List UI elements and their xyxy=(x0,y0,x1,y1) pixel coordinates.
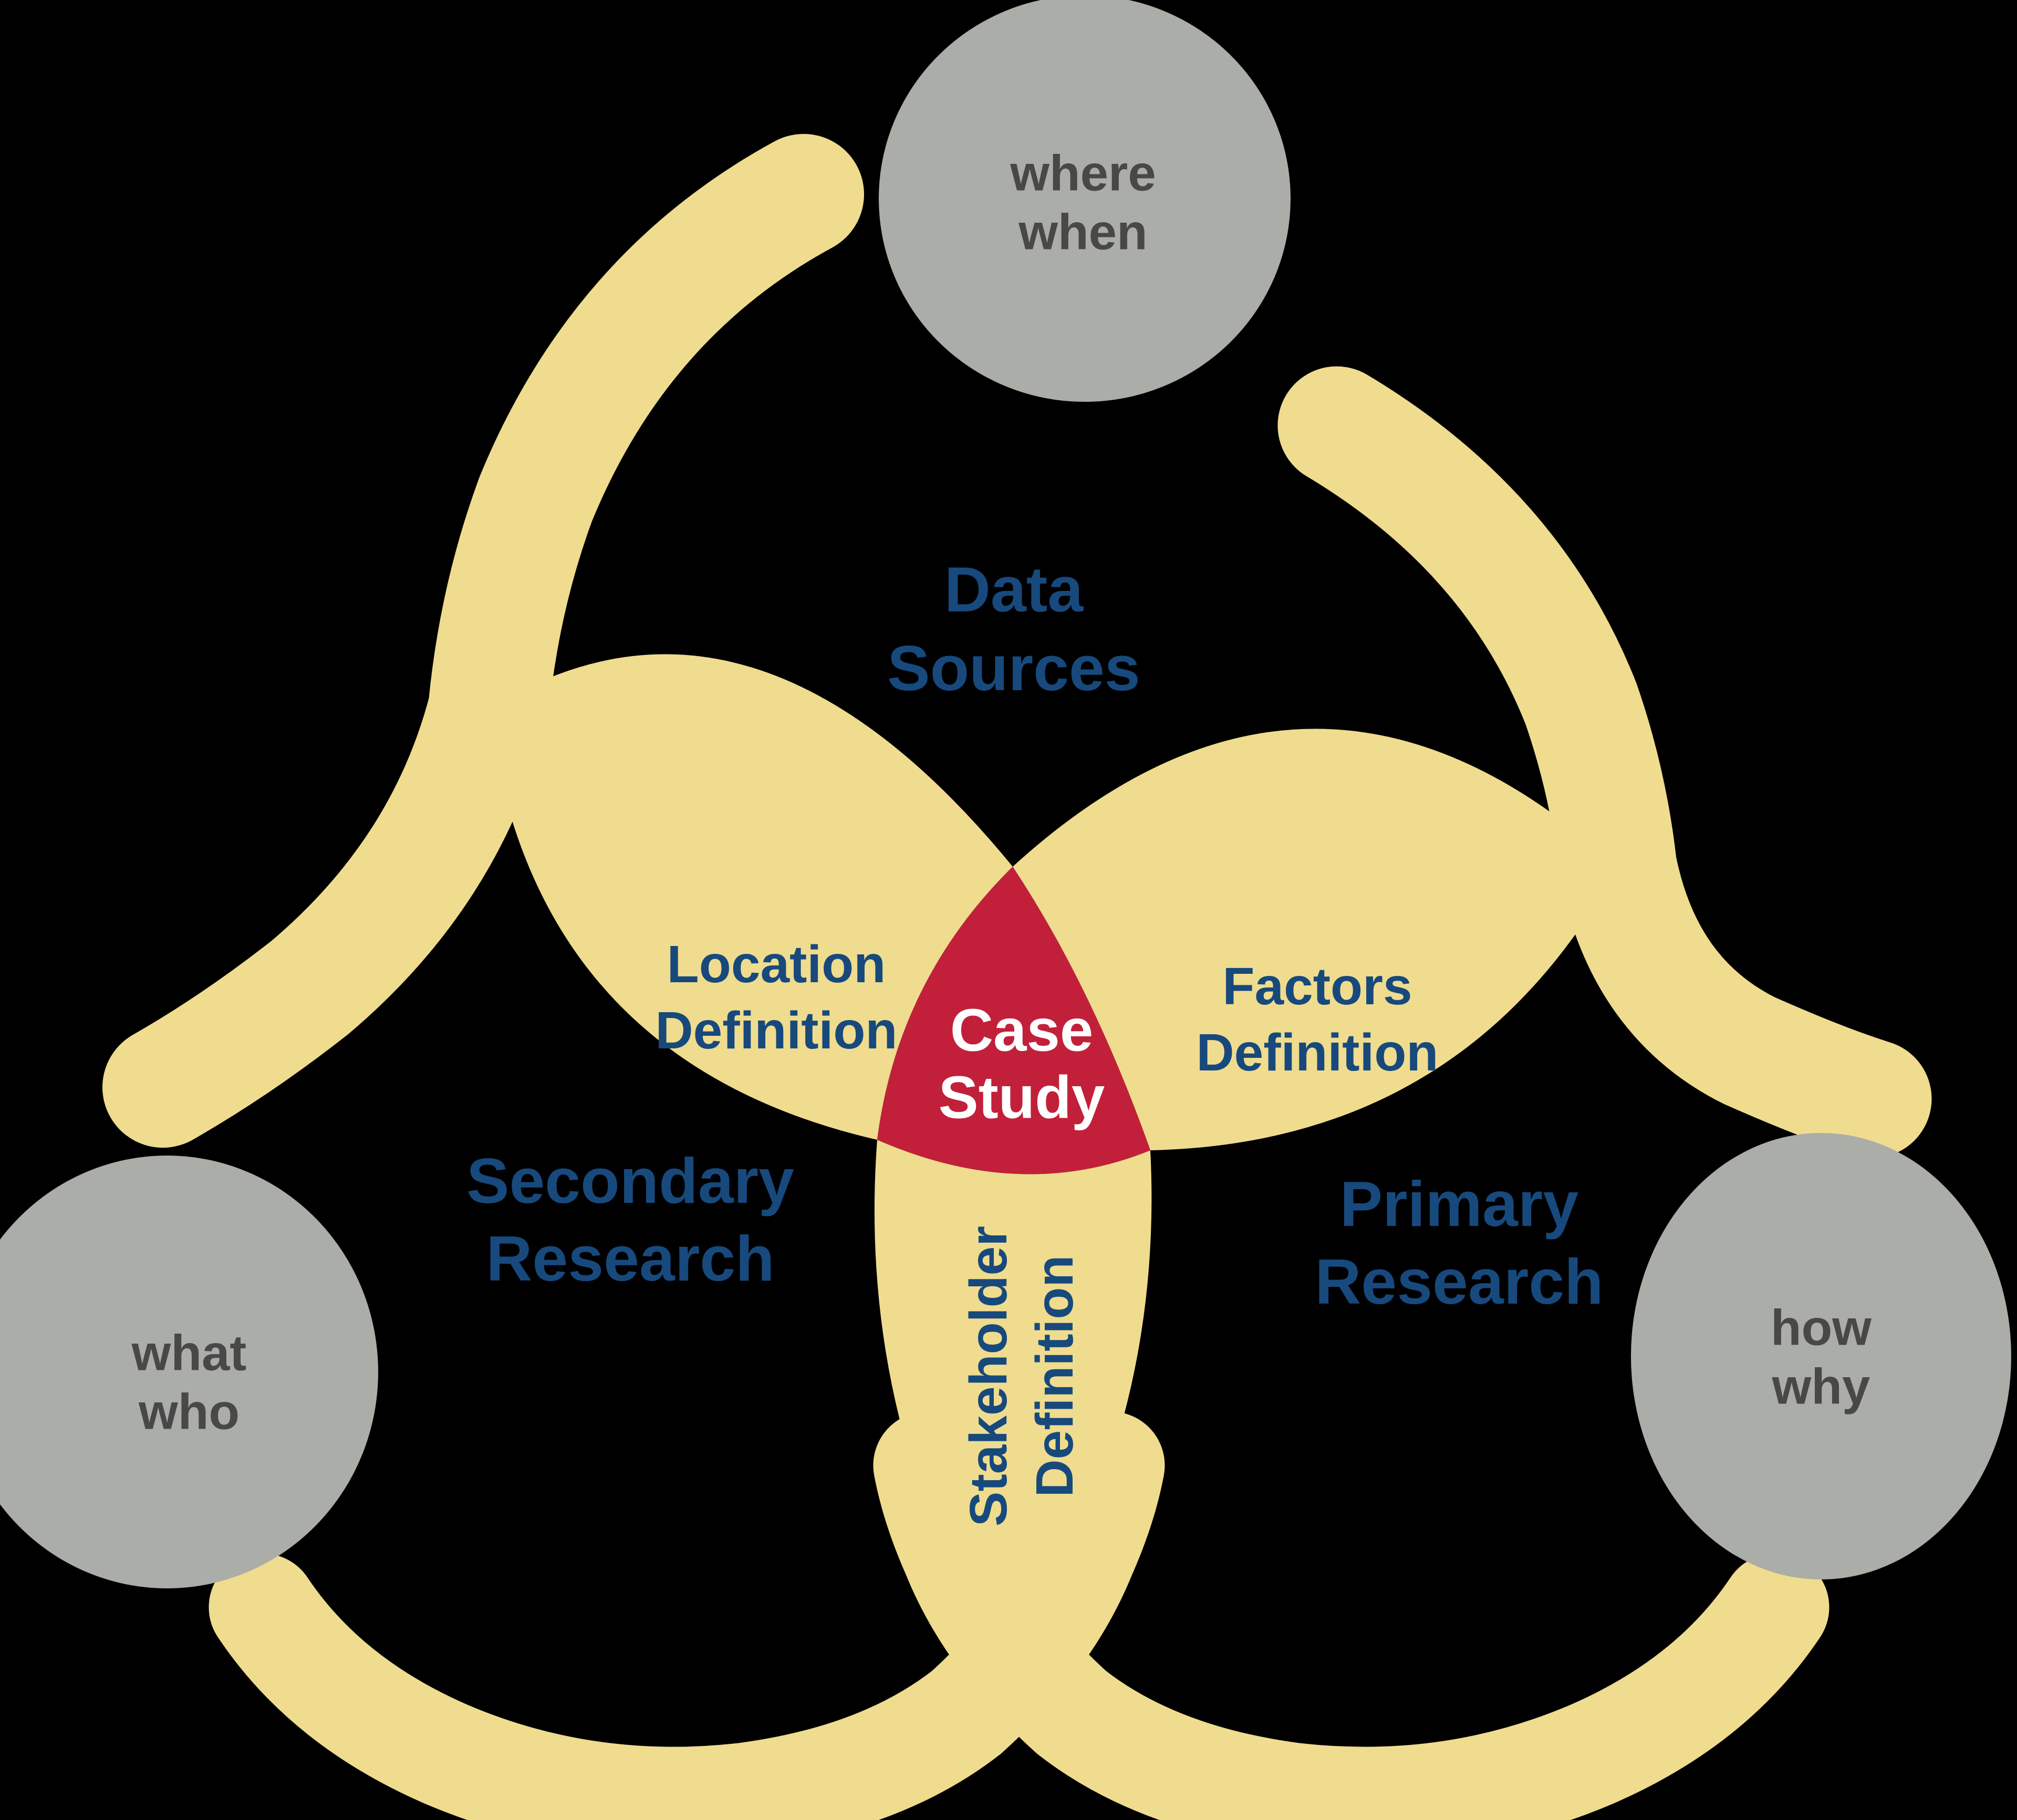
label-when: when xyxy=(1018,204,1147,261)
label-data-sources-line2: Sources xyxy=(887,632,1140,704)
gray-circle-what-who xyxy=(0,1156,378,1588)
petal-factors-definition xyxy=(1013,729,1618,1150)
label-what: what xyxy=(131,1325,247,1381)
label-factors-definition-line1: Factors xyxy=(1222,957,1412,1016)
label-case-study-line1: Case xyxy=(950,997,1094,1064)
label-who: who xyxy=(138,1384,240,1440)
petal-location-definition xyxy=(488,654,1013,1140)
band-bottom-left xyxy=(209,1411,1165,1820)
label-secondary-research-line1: Secondary xyxy=(466,1145,794,1216)
gray-circle-where-when xyxy=(879,0,1291,402)
question-circles xyxy=(0,0,2011,1588)
center-case-study-shape xyxy=(877,867,1150,1174)
petal-stakeholder-definition xyxy=(874,1140,1152,1673)
overlap-labels: Location Definition Factors Definition S… xyxy=(655,935,1438,1526)
label-why: why xyxy=(1772,1359,1870,1415)
label-stakeholder-definition-line1: Stakeholder xyxy=(959,1226,1018,1526)
center-label: Case Study xyxy=(939,997,1105,1131)
gray-circle-how-why xyxy=(1631,1133,2011,1579)
label-how: how xyxy=(1771,1300,1872,1356)
ring-labels: Data Sources Secondary Research Primary … xyxy=(466,554,1604,1317)
label-data-sources-line1: Data xyxy=(944,554,1084,625)
band-top-left xyxy=(102,134,864,1148)
label-primary-research-line1: Primary xyxy=(1340,1168,1579,1240)
label-stakeholder-definition-line2: Definition xyxy=(1025,1255,1084,1497)
label-primary-research-line2: Research xyxy=(1315,1246,1603,1317)
band-top-right xyxy=(1277,366,1932,1158)
label-where: where xyxy=(1010,145,1156,202)
label-stakeholder-definition-rotated: Stakeholder Definition xyxy=(959,1226,1084,1526)
label-location-definition-line2: Definition xyxy=(655,1001,897,1060)
question-labels: where when what who how why xyxy=(131,145,1872,1440)
label-secondary-research-line2: Research xyxy=(486,1223,774,1294)
label-factors-definition-line2: Definition xyxy=(1196,1023,1438,1082)
label-location-definition-line1: Location xyxy=(667,935,886,994)
label-case-study-line2: Study xyxy=(939,1065,1105,1131)
overlap-petals xyxy=(488,654,1618,1673)
